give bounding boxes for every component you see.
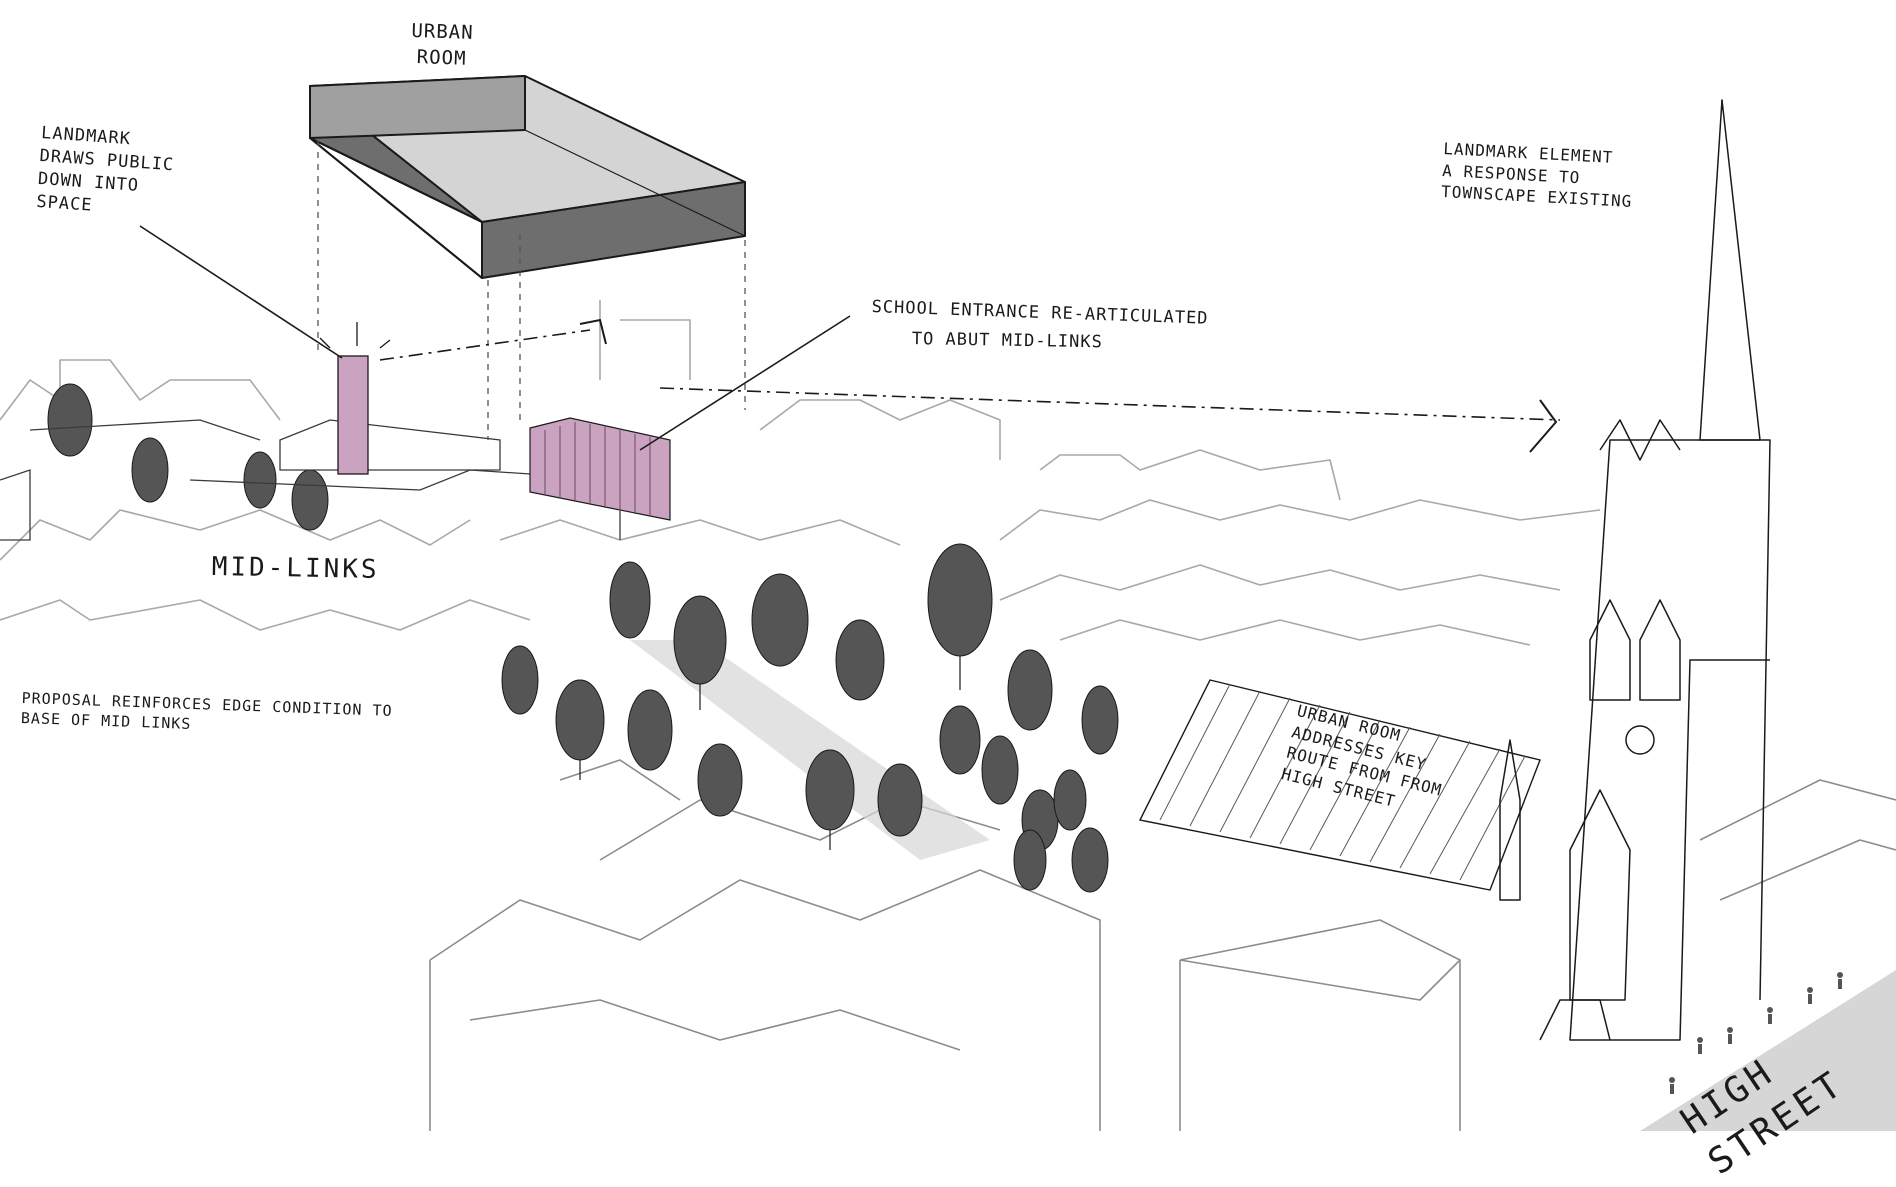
sight-line-arrows	[579, 318, 1558, 453]
church-spire	[1499, 99, 1771, 1041]
annotation-landmark-right: LANDMARK ELEMENT A RESPONSE TO TOWNSCAPE…	[1440, 138, 1633, 212]
annotation-mid-links: MID-LINKS	[211, 551, 380, 585]
annotation-landmark-left: LANDMARK DRAWS PUBLIC DOWN INTO SPACE	[35, 122, 175, 216]
background-rooftops	[0, 300, 1601, 646]
tree-trunks	[579, 656, 961, 850]
leader-lines	[139, 225, 851, 451]
landmark-rays	[319, 322, 391, 349]
projection-lines	[317, 140, 746, 440]
people-figures	[1669, 972, 1843, 1094]
urban-room-roof	[1138, 679, 1541, 891]
trees	[47, 383, 1119, 893]
school-entrance-hatching	[544, 422, 651, 516]
sight-lines	[379, 329, 1561, 421]
landmark-tower	[337, 355, 369, 475]
high-street-pavement	[1640, 970, 1896, 1131]
urban-room-box	[309, 75, 746, 279]
school-entrance-block	[529, 417, 671, 521]
sketch-drawing	[0, 75, 1896, 1131]
foreground-buildings	[429, 759, 1896, 1131]
annotation-urban-room-top: URBAN ROOM	[411, 19, 475, 70]
